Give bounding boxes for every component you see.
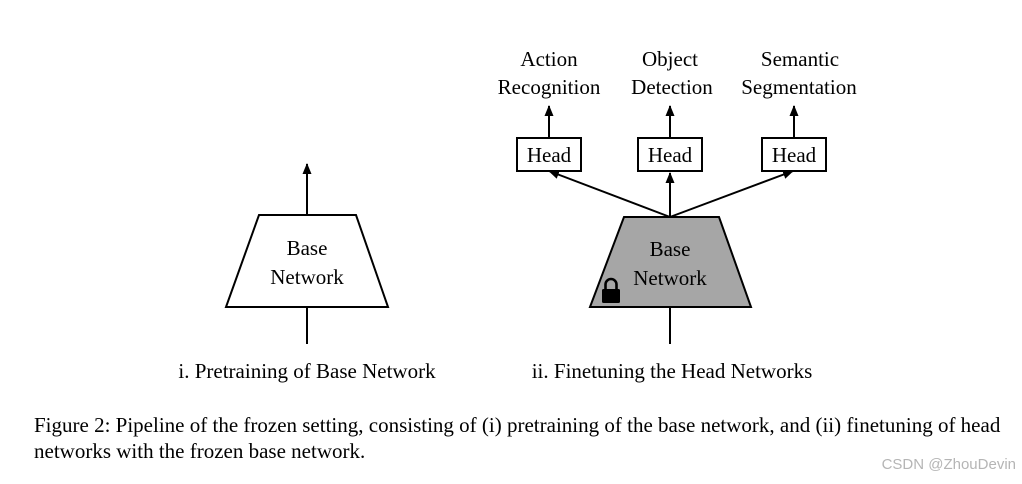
head-label: Head (527, 143, 572, 167)
task-label-line2: Detection (631, 75, 713, 99)
finetuning-subcaption: ii. Finetuning the Head Networks (532, 359, 813, 383)
frozen-base-network-label-line1: Base (650, 237, 691, 261)
pipeline-diagram: Base Network i. Pretraining of Base Netw… (178, 47, 858, 383)
base-network-label-line2: Network (270, 265, 344, 289)
task-label-line2: Recognition (498, 75, 601, 99)
finetuning-panel: Base Network Head Action Recognition Hea… (498, 47, 858, 383)
head-label: Head (648, 143, 693, 167)
frozen-base-network-trapezoid (588, 216, 753, 308)
head-object-detection: Head Object Detection (631, 47, 713, 172)
task-label-line1: Object (642, 47, 698, 71)
head-box (761, 137, 827, 172)
task-label-line1: Action (520, 47, 578, 71)
pretraining-panel: Base Network i. Pretraining of Base Netw… (178, 163, 436, 383)
frozen-base-network-label-line2: Network (633, 266, 707, 290)
head-box (637, 137, 703, 172)
task-label-line1: Semantic (761, 47, 839, 71)
head-label: Head (772, 143, 817, 167)
figure-caption: Figure 2: Pipeline of the frozen setting… (34, 413, 1001, 463)
arrow-to-head-action (548, 170, 671, 218)
watermark: CSDN @ZhouDevin (881, 456, 1016, 473)
head-semantic-segmentation: Head Semantic Segmentation (741, 47, 857, 172)
head-action-recognition: Head Action Recognition (498, 47, 601, 172)
arrow-to-head-segmentation (669, 170, 794, 218)
head-box (516, 137, 582, 172)
task-label-line2: Segmentation (741, 75, 857, 99)
lock-icon (602, 277, 620, 303)
base-network-label-line1: Base (287, 236, 328, 260)
pretraining-subcaption: i. Pretraining of Base Network (178, 359, 436, 383)
base-network-trapezoid (224, 214, 390, 308)
